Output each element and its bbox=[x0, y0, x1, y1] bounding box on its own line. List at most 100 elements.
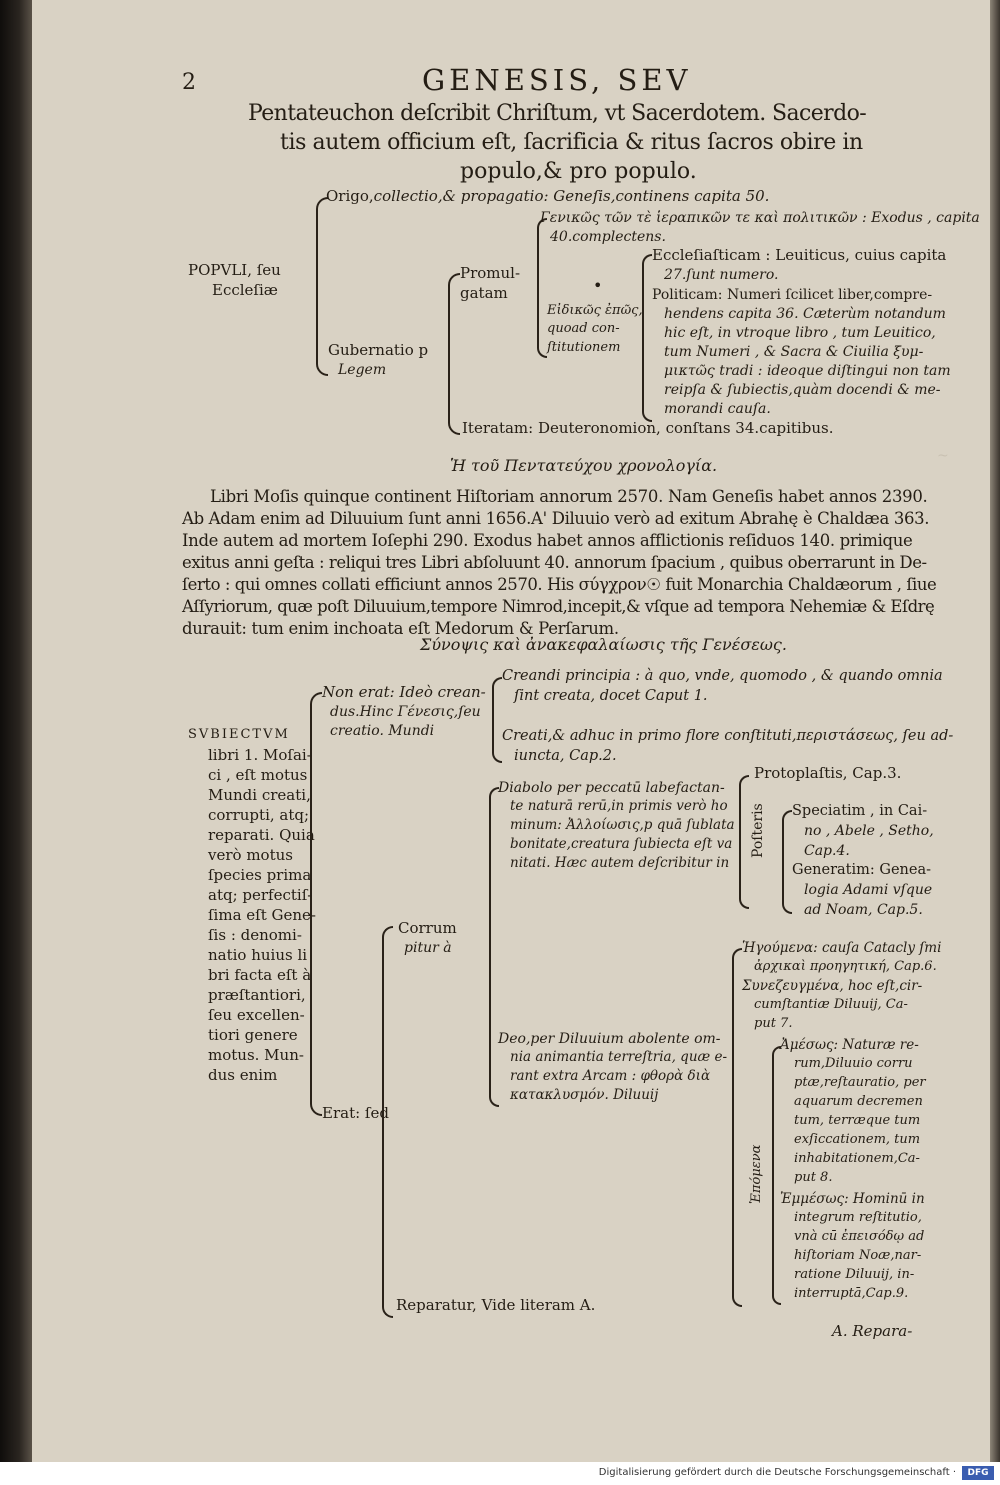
amesos-line-8: put 8. bbox=[794, 1170, 833, 1185]
promulgatam-label-2: gatam bbox=[460, 284, 508, 302]
eidikos-line-3: ſtitutionem bbox=[547, 340, 621, 355]
brace-posteris bbox=[782, 810, 792, 914]
subject-line-3: ci , eſt motus bbox=[208, 766, 308, 784]
eidikos-line-1: Εἰδικῶς ἐπῶς, bbox=[547, 303, 643, 318]
running-head: GENESIS, SEV bbox=[422, 63, 692, 97]
brace-gubernatio bbox=[448, 273, 460, 435]
non-erat-text-1: Non erat: Ideò crean- bbox=[322, 683, 486, 701]
protoplastis-entry: Protoplaſtis, Cap.3. bbox=[754, 764, 902, 782]
creati-line-2: iuncta, Cap.2. bbox=[514, 748, 617, 764]
posteris-label: Poſteris bbox=[750, 803, 766, 858]
diabolo-line-5: nitati. Hæc autem deſcribitur in bbox=[510, 855, 730, 871]
emmesos-line-5: ratione Diluuij, in- bbox=[794, 1267, 915, 1282]
subject-line-7: verò motus bbox=[208, 846, 293, 864]
non-erat-line-3: creatio. Mundi bbox=[330, 723, 435, 739]
gubernatio-legem: Legem bbox=[338, 362, 387, 378]
subject-line-18: dus enim bbox=[208, 1066, 278, 1084]
ecclesiasticam-line-2: 27.ſunt numero. bbox=[664, 267, 779, 283]
brace-corrumpitur bbox=[489, 787, 499, 1107]
emmesos-line-1: Ἐμμέσως: Hominū in bbox=[780, 1191, 925, 1207]
footer-bar: Digitalisierung gefördert durch die Deut… bbox=[0, 1462, 1000, 1485]
subject-line-2: libri 1. Moſai- bbox=[208, 746, 312, 764]
chronology-line-2: Ab Adam enim ad Diluuium ſunt anni 1656.… bbox=[182, 509, 930, 528]
brace-populi bbox=[316, 197, 328, 376]
synezeugmena-line-3: put 7. bbox=[754, 1016, 793, 1031]
chronology-line-7: durauit: tum enim inchoata eſt Medorum &… bbox=[182, 619, 619, 638]
amesos-line-3: ptæ,reſtauratio, per bbox=[794, 1075, 926, 1090]
speciatim-line-1: Speciatim , in Cai- bbox=[792, 803, 928, 819]
promulgatam-label: Promul- bbox=[460, 264, 521, 282]
emmesos-line-6: interruptā,Cap.9. bbox=[794, 1286, 909, 1301]
generatim-line-2: logia Adami vſque bbox=[804, 882, 933, 898]
diabolo-line-3: minum: Ἀλλοίωσις,p quā ſublata bbox=[510, 817, 735, 833]
subject-line-14: præſtantiori, bbox=[208, 986, 306, 1004]
chronology-line-4: exitus anni geſta : reliqui tres Libri a… bbox=[182, 553, 927, 572]
dfg-logo-icon: DFG bbox=[962, 1466, 994, 1480]
chronology-line-5: ſerto : qui omnes collati efficiunt anno… bbox=[182, 575, 937, 594]
subject-line-5: corrupti, atq; bbox=[208, 806, 310, 824]
subject-line-15: ſeu excellen- bbox=[208, 1006, 305, 1024]
brace-epomena bbox=[772, 1046, 781, 1305]
diabolo-line-1: Diabolo per peccatū labefactan- bbox=[498, 780, 725, 796]
politicam-line-2: hendens capita 36. Cæterùm notandum bbox=[664, 306, 946, 322]
chronology-line-3: Inde autem ad mortem Ioſephi 290. Exodus… bbox=[182, 531, 913, 550]
subject-line-8: ſpecies prima bbox=[208, 866, 312, 884]
politicam-line-3: hic eſt, in vtroque libro , tum Leuitico… bbox=[664, 325, 936, 341]
amesos-line-1: Ἀμέσως: Naturæ re- bbox=[780, 1037, 919, 1053]
origo-text: collectio,& propagatio: Geneſis,continen… bbox=[373, 187, 770, 205]
reparatur-entry: Reparatur, Vide literam A. bbox=[396, 1296, 596, 1314]
root-ecclesiae: Eccleſiæ bbox=[212, 281, 278, 299]
catchword: A. Repara- bbox=[832, 1322, 913, 1340]
creati-line-1: Creati,& adhuc in primo flore conſtituti… bbox=[502, 728, 954, 744]
chronology-title: Ἡ τοῦ Πεντατεύχου χρονολογία. bbox=[450, 456, 718, 475]
subject-line-1: SVBIECTVM bbox=[188, 727, 290, 742]
politicam-line-4: tum Numeri , & Sacra & Ciuilia ξυμ- bbox=[664, 344, 924, 360]
subject-line-9: atq; perfectiſ- bbox=[208, 886, 313, 904]
page-paper: ~ 2 GENESIS, SEV Pentateuchon deſcribit … bbox=[32, 0, 990, 1462]
subject-line-16: tiori genere bbox=[208, 1026, 298, 1044]
page-edge-shadow bbox=[990, 0, 1000, 1462]
amesos-line-4: aquarum decremen bbox=[794, 1094, 923, 1109]
brace-deo bbox=[732, 948, 742, 1307]
amesos-line-2: rum,Diluuio corru bbox=[794, 1056, 913, 1071]
brace-diabolo bbox=[739, 775, 749, 909]
subject-line-10: ſima eſt Gene- bbox=[208, 906, 316, 924]
synezeugmena-line-2: cumſtantiæ Diluuij, Ca- bbox=[754, 997, 908, 1012]
emmesos-line-2: integrum reſtitutio, bbox=[794, 1210, 922, 1225]
bleed-through-mark: ~ bbox=[937, 448, 949, 464]
brace-subject bbox=[310, 692, 322, 1116]
creandi-line-2: ſint creata, docet Caput 1. bbox=[514, 688, 708, 704]
diabolo-line-4: bonitate,creatura ſubiecta eſt va bbox=[510, 836, 733, 852]
subject-line-4: Mundi creati, bbox=[208, 786, 311, 804]
subject-line-11: ſis : denomi- bbox=[208, 926, 302, 944]
epomena-label: Ἑπόμενα bbox=[749, 1144, 764, 1204]
eidikos-line-2: quoad con- bbox=[547, 321, 620, 336]
brace-promulgatam bbox=[537, 218, 547, 358]
brace-eidikos bbox=[642, 254, 652, 422]
heading-line-1: Pentateuchon deſcribit Chriſtum, vt Sace… bbox=[248, 101, 867, 126]
chronology-line-6: Aſſyriorum, quæ poſt Diluuium,tempore Ni… bbox=[182, 597, 935, 616]
synopsis-title: Σύνοψις καὶ ἀνακεφαλαίωσις τῆς Γενέσεως. bbox=[420, 635, 787, 654]
heading-line-2: tis autem officium eſt, ſacrificia & rit… bbox=[280, 130, 863, 155]
diabolo-line-2: te naturā rerū,in primis verò ho bbox=[510, 798, 728, 814]
footer-funding-text: Digitalisierung gefördert durch die Deut… bbox=[598, 1467, 956, 1478]
amesos-line-7: inhabitationem,Ca- bbox=[794, 1151, 920, 1166]
erat-sed-label: Erat: ſed bbox=[322, 1104, 389, 1122]
generaliter-line-1: Γενικῶς τῶν τὲ ἱεραπικῶν τε καὶ πολιτικῶ… bbox=[540, 210, 980, 226]
generaliter-line-2: 40.complectens. bbox=[550, 229, 666, 245]
amesos-line-6: exſiccationem, tum bbox=[794, 1132, 921, 1147]
deo-line-3: rant extra Arcam : φθορὰ διὰ bbox=[510, 1068, 711, 1084]
subject-line-13: bri facta eſt à bbox=[208, 966, 312, 984]
politicam-line-6: reipſa & ſubiectis,quàm docendi & me- bbox=[664, 382, 941, 398]
hegemena-line-2: ἀρχικαὶ προηγητική, Cap.6. bbox=[754, 959, 937, 974]
deo-line-1: Deo,per Diluuium abolente om- bbox=[498, 1031, 721, 1047]
corrumpitur-line-1: Corrum bbox=[398, 919, 457, 937]
deo-line-2: nia animantia terreſtria, quæ e- bbox=[510, 1049, 728, 1065]
iteratam-text: Iteratam: Deuteronomion, conſtans 34.cap… bbox=[462, 419, 834, 437]
non-erat-line-1: Non erat: Ideò crean- bbox=[322, 683, 486, 701]
subject-line-17: motus. Mun- bbox=[208, 1046, 304, 1064]
brace-non-erat bbox=[492, 677, 502, 763]
deo-line-4: κατακλυσμόν. Diluuij bbox=[510, 1087, 659, 1103]
synezeugmena-line-1: Συνεζευγμένα, hoc eſt,cir- bbox=[742, 978, 923, 994]
subject-line-6: reparati. Quia bbox=[208, 826, 315, 844]
